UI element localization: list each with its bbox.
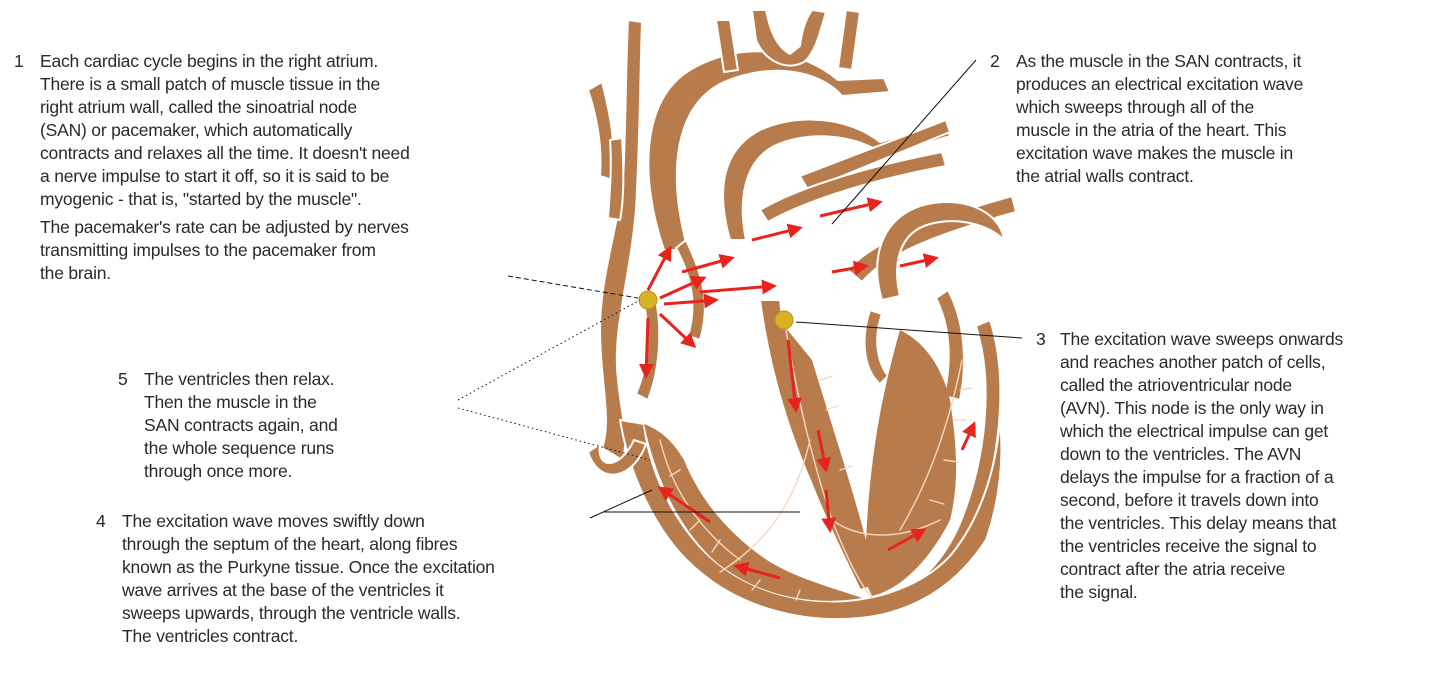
- atrioventricular-node-icon: [775, 311, 793, 329]
- step-2-number: 2: [990, 50, 1000, 73]
- heart-wall: [588, 10, 1016, 619]
- sinoatrial-node-icon: [639, 291, 657, 309]
- step-5-text: The ventricles then relax. Then the musc…: [144, 368, 444, 483]
- step-1-text-block: Each cardiac cycle begins in the right a…: [40, 50, 560, 285]
- step-3-number: 3: [1036, 328, 1046, 351]
- step-2-text: As the muscle in the SAN contracts, it p…: [1016, 50, 1416, 188]
- step-4-number: 4: [96, 510, 106, 533]
- step-1-extra-text: The pacemaker's rate can be adjusted by …: [40, 216, 560, 285]
- step-2-text-block: As the muscle in the SAN contracts, it p…: [1016, 50, 1416, 188]
- step-5-number: 5: [118, 368, 128, 391]
- step-3-text-block: The excitation wave sweeps onwards and r…: [1060, 328, 1445, 604]
- step-4-text-block: The excitation wave moves swiftly down t…: [122, 510, 622, 648]
- step-5-text-block: The ventricles then relax. Then the musc…: [144, 368, 444, 483]
- step-3-text: The excitation wave sweeps onwards and r…: [1060, 328, 1445, 604]
- step-1-number: 1: [14, 50, 24, 73]
- step-4-text: The excitation wave moves swiftly down t…: [122, 510, 622, 648]
- step-1-text: Each cardiac cycle begins in the right a…: [40, 50, 560, 211]
